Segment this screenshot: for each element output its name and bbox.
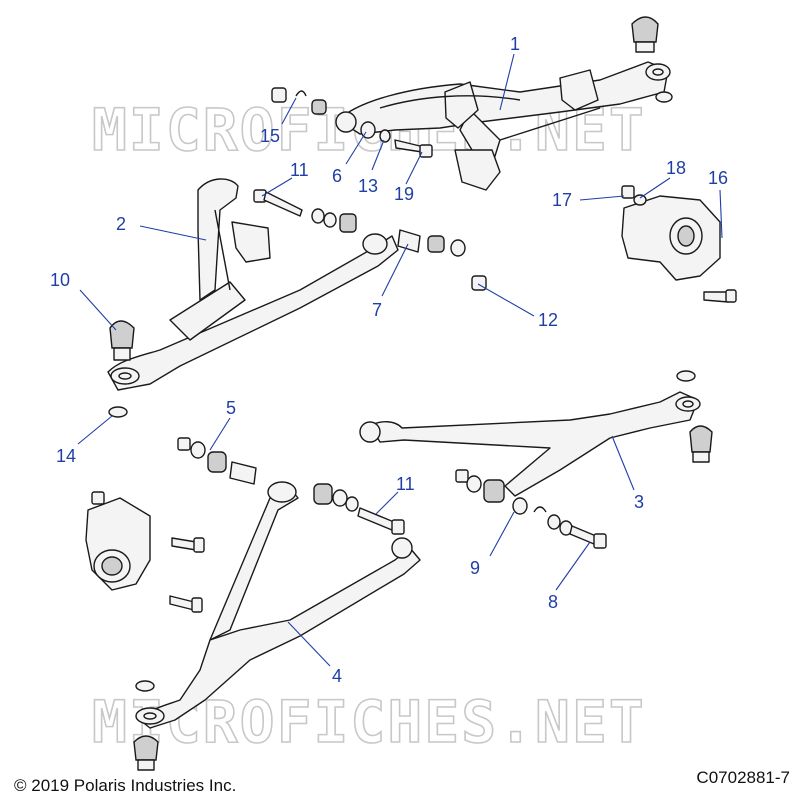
ball-joint-right [689,425,713,463]
drawing-number: C0702881-7 [696,768,790,787]
callout-19: 19 [394,184,414,204]
callout-15: 15 [260,126,280,146]
callout-11-upper: 11 [290,160,309,180]
callout-17: 17 [552,190,572,210]
hardware-lower-left [177,437,405,535]
callout-10: 10 [50,270,70,290]
hardware-upper [271,87,433,158]
callout-12: 12 [538,310,558,330]
lower-arm-bottom [135,481,421,729]
callout-2: 2 [116,214,126,234]
snap-ring-top [655,91,673,103]
callout-11-lower: 11 [396,474,415,494]
copyright-text: © 2019 Polaris Industries Inc. [14,776,237,795]
hardware-upper-left [253,189,487,291]
knuckle-right [621,185,737,303]
callout-4: 4 [332,666,342,686]
ball-joint-left [109,320,135,361]
hardware-lower-right [455,469,607,549]
callout-8: 8 [548,592,558,612]
callout-9: 9 [470,558,480,578]
callout-13: 13 [358,176,378,196]
callout-6: 6 [332,166,342,186]
ball-joint-top [631,16,659,53]
callout-1: 1 [510,34,520,54]
callout-14: 14 [56,446,76,466]
callout-3: 3 [634,492,644,512]
ball-joint-bottom [133,735,159,771]
watermark-bottom: MICROFICHES.NET [92,688,646,756]
knuckle-left [85,491,205,613]
lower-arm-right [359,370,701,497]
callout-7: 7 [372,300,382,320]
callout-16: 16 [708,168,728,188]
callout-labels: 1 2 3 4 5 6 7 8 9 10 11 11 12 13 14 15 1… [50,34,728,686]
snap-ring-left [108,406,128,418]
callout-18: 18 [666,158,686,178]
leader-lines [77,53,723,667]
callout-5: 5 [226,398,236,418]
upper-arm-left [107,178,399,391]
